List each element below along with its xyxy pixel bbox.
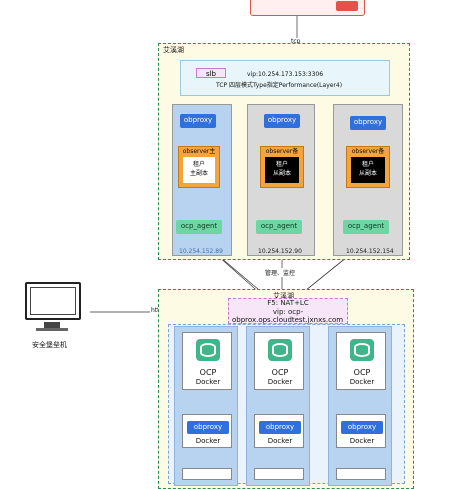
vip-label: vip:10.254.173.153:3306 <box>247 71 324 78</box>
database-icon <box>268 339 292 361</box>
monitor-stand <box>44 322 60 328</box>
database-icon <box>350 339 374 361</box>
f5-line-1: F5: NAT+LC <box>267 299 309 307</box>
ocp-agent-node-2: ocp_agent <box>256 220 302 234</box>
f5-line-3: obprox.ops.cloudtest.jxnxs.com <box>232 316 344 324</box>
docker-label: Docker <box>195 437 221 445</box>
tcp-mode-label: TCP 四层模式Type指定Performance(Layer4) <box>216 82 343 89</box>
bottom-partial-box-3 <box>336 468 386 480</box>
obproxy-node-1: obproxy <box>180 114 216 128</box>
server-ip-2: 10.254.152.90 <box>258 248 302 255</box>
f5-load-balancer: F5: NAT+LC vip: ocp- <box>228 298 348 324</box>
obproxy-docker-box-3: obproxy Docker <box>336 414 386 448</box>
f5-line-2: vip: ocp- <box>272 308 304 316</box>
ocp-docker-box-3: OCP Docker <box>336 332 386 390</box>
slb-band <box>180 60 390 96</box>
top-zone-title: 艾溪湖 <box>163 46 184 54</box>
replica-label: 租户 主副本 <box>183 157 215 183</box>
tcp-label: tcp <box>290 38 302 45</box>
bastion-label: 安全堡垒机 <box>32 341 67 349</box>
replica-label: 租户 从副本 <box>351 157 385 183</box>
monitor-icon <box>25 282 81 320</box>
bottom-partial-box-2 <box>254 468 304 480</box>
manage-label: 管理、监控 <box>264 268 297 277</box>
obproxy-label: obproxy <box>187 421 229 434</box>
observer-label: observer备 <box>351 148 385 155</box>
server-ip-3: 10.254.152.154 <box>346 248 394 255</box>
obproxy-node-3: obproxy <box>350 116 386 130</box>
monitor-base <box>36 328 68 331</box>
ocp-label: OCP <box>271 368 289 377</box>
database-icon <box>196 339 220 361</box>
obproxy-node-2: obproxy <box>264 114 300 128</box>
slb-box: slb <box>196 68 226 78</box>
ocp-label: OCP <box>353 368 371 377</box>
ocp-docker-box-2: OCP Docker <box>254 332 304 390</box>
bottom-partial-box-1 <box>182 468 232 480</box>
ocp-label: OCP <box>199 368 217 377</box>
server-ip-1: 10.254.152.89 <box>179 248 223 255</box>
ocp-docker-box-1: OCP Docker <box>182 332 232 390</box>
docker-label: Docker <box>267 437 293 445</box>
obproxy-label: obproxy <box>341 421 383 434</box>
docker-label: Docker <box>195 378 221 386</box>
docker-label: Docker <box>349 437 375 445</box>
docker-label: Docker <box>267 378 293 386</box>
docker-label: Docker <box>349 378 375 386</box>
obproxy-label: obproxy <box>259 421 301 434</box>
observer-node-1: observer主 租户 主副本 <box>178 146 220 188</box>
ocp-agent-node-3: ocp_agent <box>343 220 389 234</box>
observer-label: observer备 <box>265 148 299 155</box>
replica-label: 租户 从副本 <box>265 157 299 183</box>
obproxy-docker-box-2: obproxy Docker <box>254 414 304 448</box>
obproxy-docker-box-1: obproxy Docker <box>182 414 232 448</box>
observer-node-2: observer备 租户 从副本 <box>260 146 304 188</box>
bottom-zone-title: 艾溪湖 <box>273 292 294 300</box>
observer-label: observer主 <box>182 148 216 155</box>
app-box <box>250 0 365 16</box>
http-label: http <box>150 307 165 314</box>
observer-node-3: observer备 租户 从副本 <box>346 146 390 188</box>
app-icon <box>336 1 358 11</box>
ocp-agent-node-1: ocp_agent <box>176 220 222 234</box>
